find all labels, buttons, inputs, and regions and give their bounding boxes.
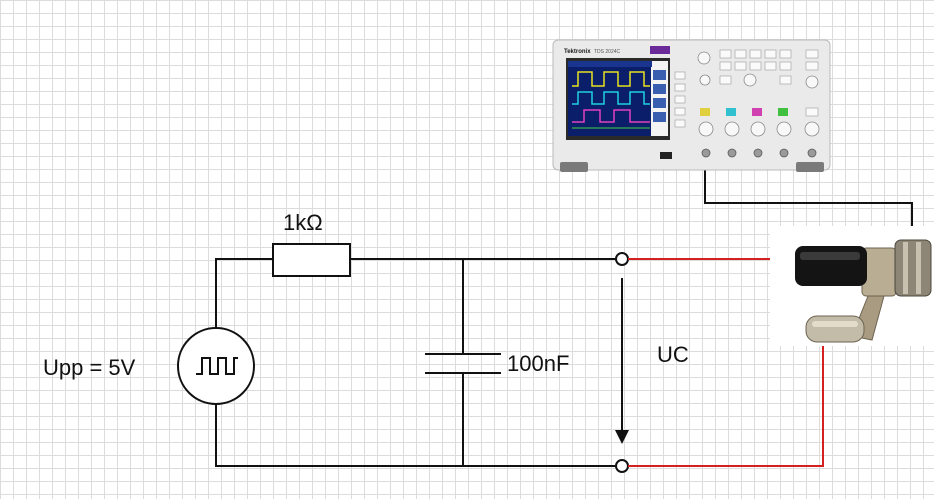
resistor [272,243,351,277]
bnc-cable [704,155,913,240]
oscilloscope-model: TDS 2024C [594,49,621,55]
bnc-probe-adapter-icon [770,226,934,346]
square-wave-source-icon [177,327,255,405]
oscilloscope-icon: Tektronix TDS 2024C [552,39,831,172]
terminal-top [615,252,629,266]
capacitor-label: 100nF [507,351,569,376]
oscilloscope-brand: Tektronix [564,49,591,55]
voltage-label: UC [657,342,689,367]
resistor-label: 1kΩ [283,210,323,235]
source-label: Upp = 5V [43,355,136,380]
circuit-wires [215,258,616,467]
capacitor [425,353,501,374]
voltage-arrow [615,278,629,444]
terminal-bottom [615,459,629,473]
